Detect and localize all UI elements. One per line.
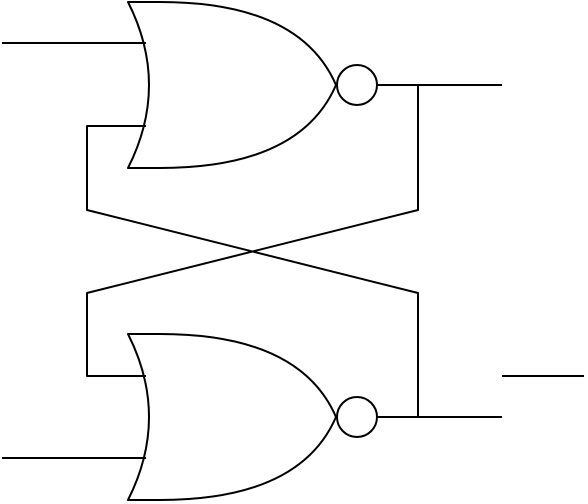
lower-nor-gate-bubble <box>336 396 378 438</box>
upper-nor-gate <box>127 1 378 169</box>
lower-output-feedback-wire <box>86 125 419 417</box>
upper-nor-gate-bubble <box>336 64 378 106</box>
upper-output-feedback-wire <box>86 85 419 377</box>
lower-nor-gate-body <box>127 333 337 501</box>
lower-nor-gate <box>127 333 378 501</box>
upper-nor-gate-body <box>127 1 337 169</box>
